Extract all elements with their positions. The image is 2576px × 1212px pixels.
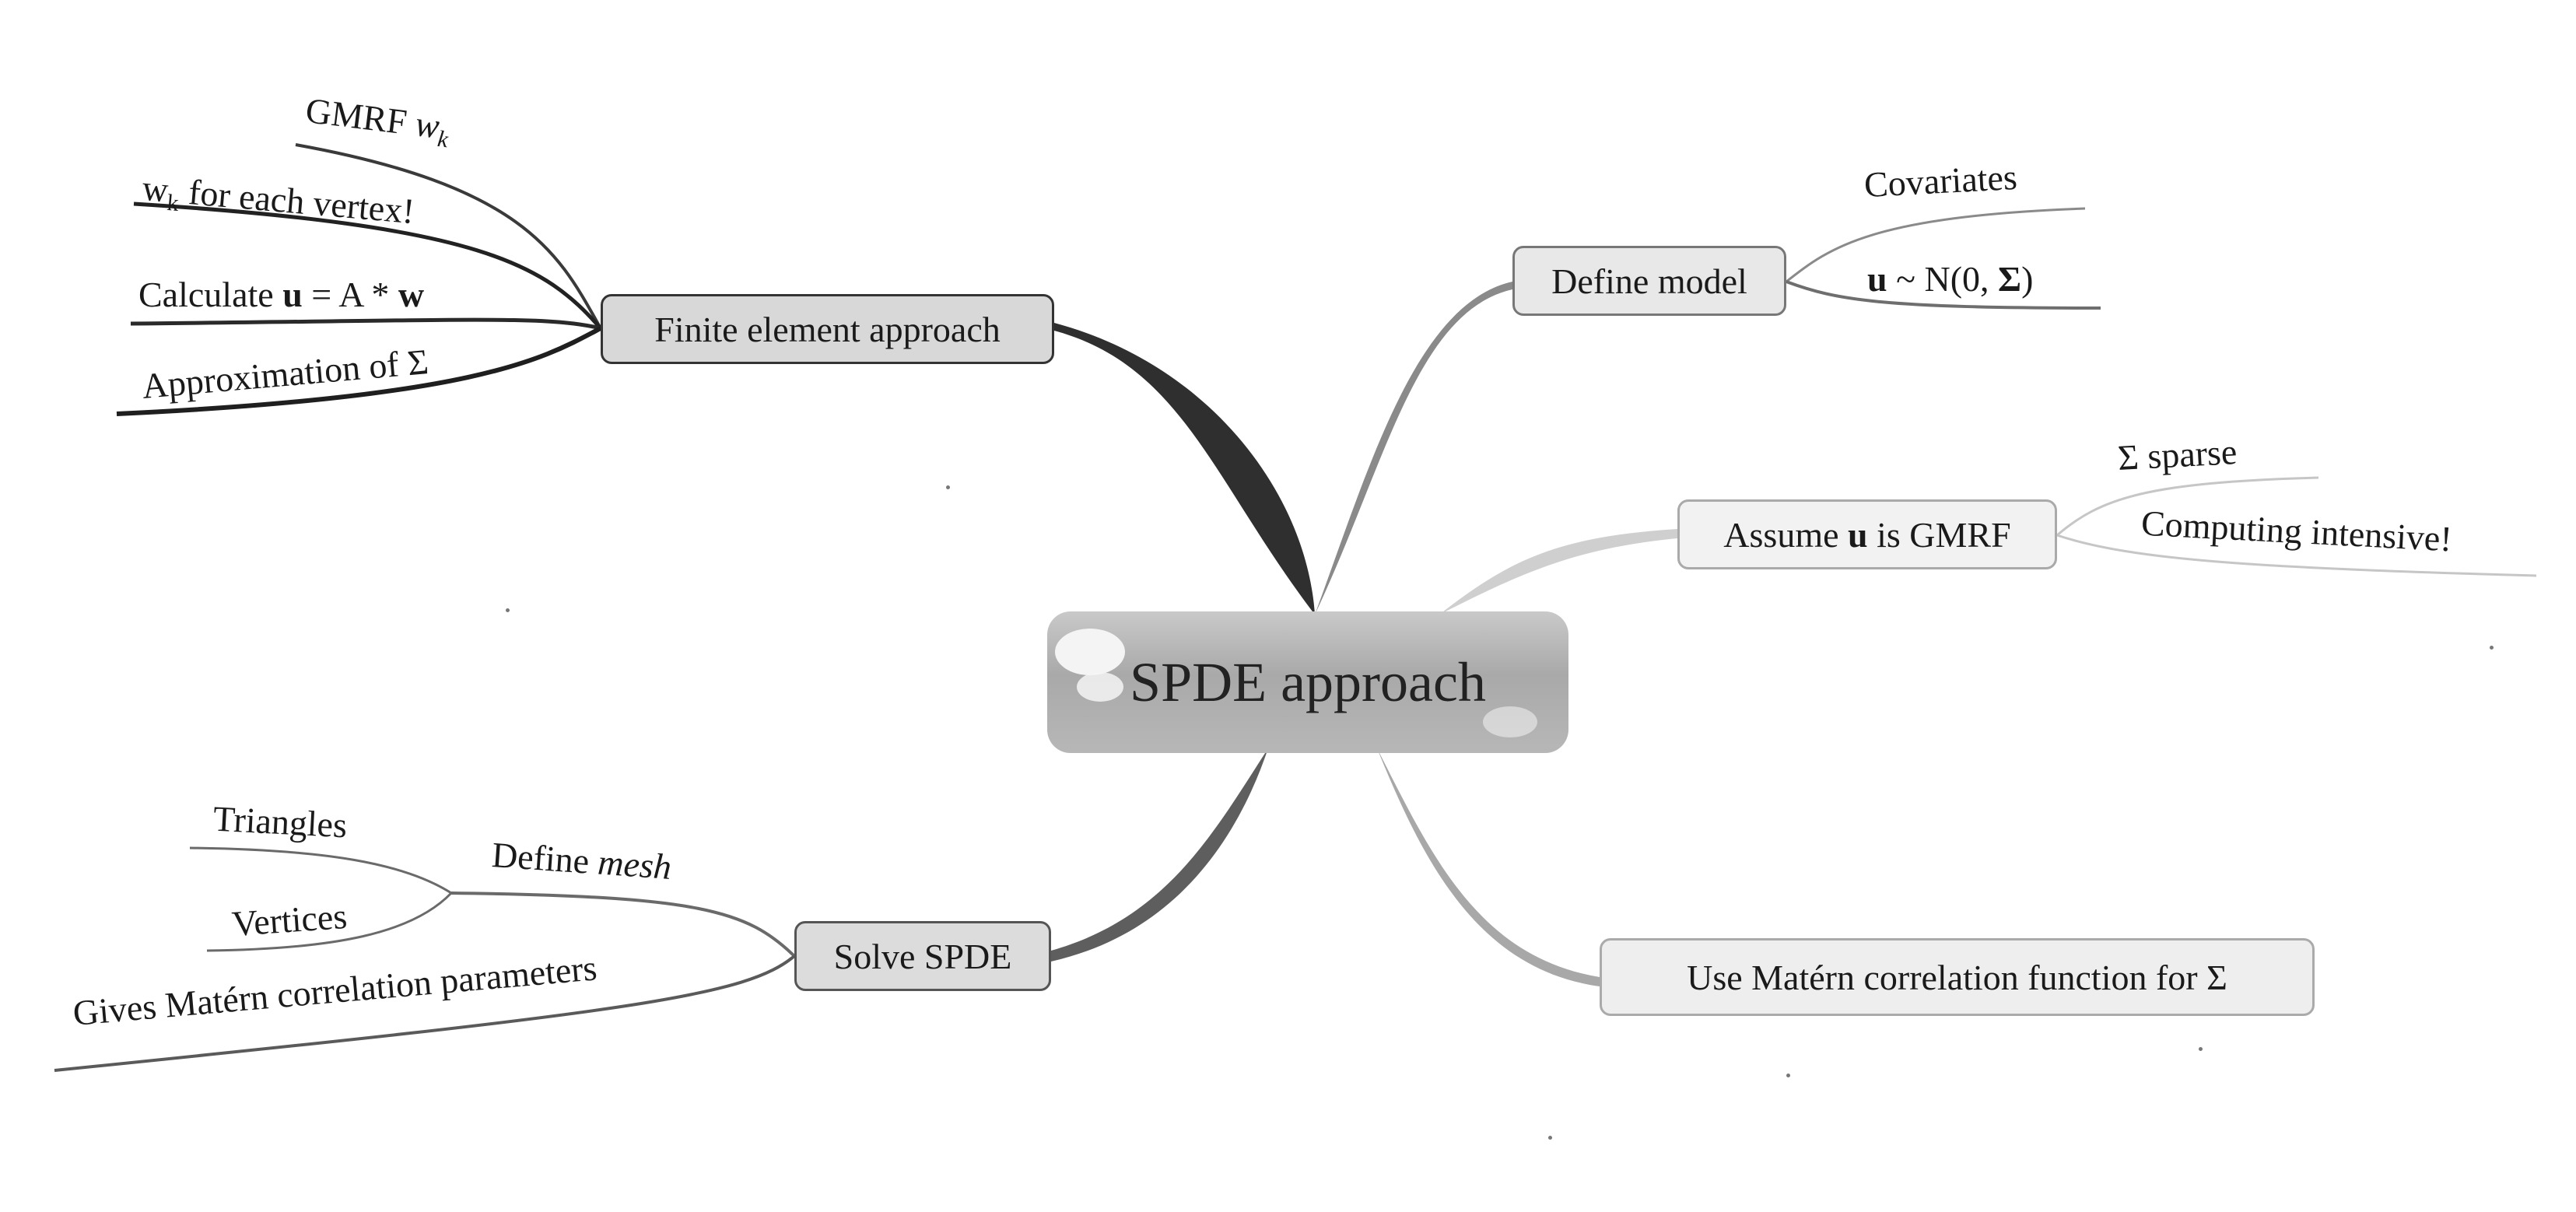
matern-node[interactable]: Use Matérn correlation function for Σ	[1600, 938, 2315, 1016]
vertices-label[interactable]: Vertices	[230, 895, 349, 944]
highlight-blob	[1483, 706, 1537, 737]
connector-define-mesh	[450, 891, 796, 958]
triangles-label[interactable]: Triangles	[212, 798, 349, 846]
matern-label: Use Matérn correlation function for Σ	[1687, 957, 2227, 997]
solve-spde-node[interactable]: Solve SPDE	[794, 921, 1051, 991]
connector-calculate	[130, 317, 601, 331]
define-model-node[interactable]: Define model	[1512, 246, 1786, 316]
finite-element-label: Finite element approach	[654, 309, 1001, 349]
finite-element-node[interactable]: Finite element approach	[601, 294, 1054, 364]
connector-vertices	[206, 891, 453, 952]
calculate-u-label[interactable]: Calculate u = A * w	[138, 275, 425, 314]
highlight-blob	[1055, 629, 1125, 675]
define-model-label: Define model	[1551, 261, 1747, 301]
sigma-sparse-label[interactable]: Σ sparse	[2116, 432, 2238, 478]
connector-intensive	[2056, 534, 2537, 577]
connector-params	[54, 955, 796, 1072]
highlight-blob	[1077, 672, 1123, 702]
central-topic-label: SPDE approach	[1130, 650, 1486, 713]
connector-approximation	[116, 326, 602, 416]
scan-speck	[2199, 1047, 2203, 1051]
scan-speck	[1786, 1074, 1790, 1077]
covariates-label[interactable]: Covariates	[1863, 156, 2018, 205]
assume-gmrf-label: Assume u is GMRF	[1723, 514, 2011, 555]
connector-center-define-model	[1315, 282, 1512, 615]
connector-triangles	[189, 846, 452, 895]
connector-vertex	[133, 201, 602, 330]
connector-center-matern	[1377, 748, 1600, 986]
connector-distribution	[1786, 280, 2101, 310]
connector-center-solve-spde	[1051, 748, 1268, 962]
central-topic-node[interactable]: SPDE approach	[1047, 611, 1568, 753]
scan-speck	[2490, 646, 2494, 650]
connector-covariates	[1786, 207, 2086, 283]
scan-speck	[506, 608, 510, 612]
connector-center-assume-gmrf	[1439, 529, 1677, 615]
connector-sparse	[2056, 476, 2319, 537]
scan-speck	[1548, 1136, 1552, 1140]
u-distribution-label[interactable]: u ~ N(0, Σ)	[1867, 259, 2034, 299]
connector-center-finite-element	[1054, 323, 1315, 615]
scan-speck	[946, 485, 950, 489]
assume-gmrf-node[interactable]: Assume u is GMRF	[1677, 499, 2057, 569]
solve-spde-label: Solve SPDE	[833, 936, 1012, 976]
connector-gmrf	[295, 143, 602, 329]
